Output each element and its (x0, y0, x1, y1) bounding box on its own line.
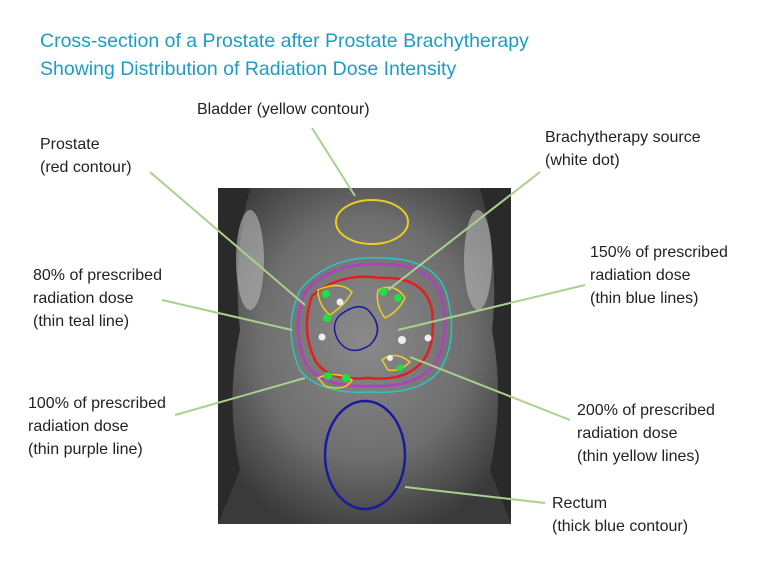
brachytherapy-source-dot (398, 336, 406, 344)
dose-100-contour (296, 262, 446, 388)
label-dose-150: 150% of prescribed radiation dose (thin bl… (590, 241, 728, 310)
label-dose-80: 80% of prescribed radiation dose (thin tea… (33, 264, 162, 333)
label-line: 100% of prescribed (28, 395, 166, 412)
label-dose-200: 200% of prescribed radiation dose (thin ye… (577, 399, 715, 468)
label-bladder: Bladder (yellow contour) (197, 101, 370, 118)
label-prostate: Prostate (red contour) (40, 133, 132, 179)
label-line: (red contour) (40, 159, 132, 176)
title-line-1: Cross-section of a Prostate after Prosta… (40, 30, 529, 52)
label-line: radiation dose (28, 418, 129, 435)
label-brachytherapy-source: Brachytherapy source (white dot) (545, 126, 701, 172)
label-line: 150% of prescribed (590, 244, 728, 261)
dose-200-contours (316, 284, 412, 389)
label-line: Prostate (40, 136, 100, 153)
dose-150-contour (333, 306, 379, 352)
label-line: 80% of prescribed (33, 267, 162, 284)
label-line: radiation dose (33, 290, 134, 307)
dose-80-contour (290, 257, 453, 394)
label-line: (thick blue contour) (552, 518, 689, 535)
bladder-contour (335, 199, 409, 245)
label-line: (thin purple line) (28, 441, 143, 458)
label-line: radiation dose (590, 267, 691, 284)
label-line: (thin yellow lines) (577, 448, 700, 465)
label-line: (white dot) (545, 152, 620, 169)
rectum-contour (323, 399, 407, 511)
label-line: (thin blue lines) (590, 290, 699, 307)
diagram-title: Cross-section of a Prostate after Prosta… (40, 27, 529, 83)
leader-lines (149, 127, 586, 504)
label-rectum: Rectum (thick blue contour) (552, 492, 688, 538)
title-line-2: Showing Distribution of Radiation Dose I… (40, 58, 457, 80)
label-line: radiation dose (577, 425, 678, 442)
label-line: (thin teal line) (33, 313, 130, 330)
label-dose-100: 100% of prescribed radiation dose (thin pu… (28, 392, 166, 461)
label-line: 200% of prescribed (577, 402, 715, 419)
label-line: Rectum (552, 495, 608, 512)
seed-dots (318, 288, 432, 382)
label-line: Brachytherapy source (545, 129, 701, 146)
